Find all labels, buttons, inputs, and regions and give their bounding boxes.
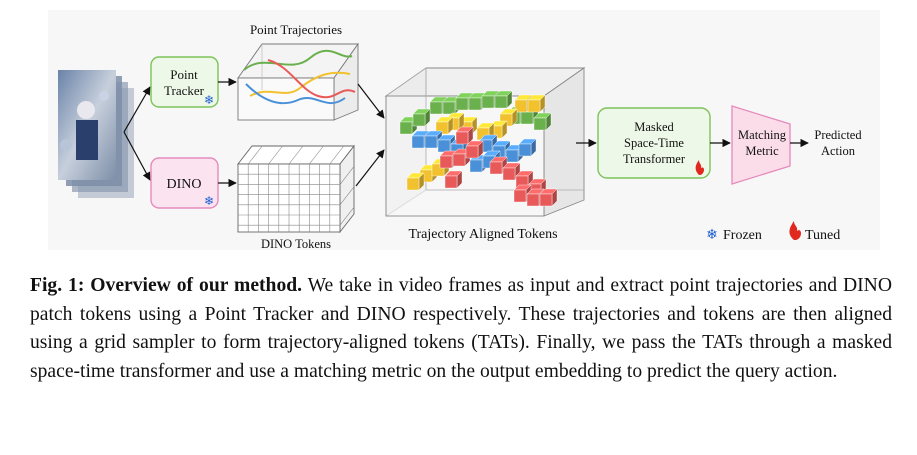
transformer-label-line2: Space-Time: [624, 136, 684, 150]
predicted-action-line1: Predicted: [814, 128, 862, 142]
video-frame-figure: [60, 139, 72, 151]
token-blocks: [399, 90, 558, 207]
video-frame-figure: [76, 120, 98, 160]
dino-tokens-grid: [237, 144, 355, 234]
matching-metric-block: Matching Metric: [731, 105, 791, 185]
token-cube: [518, 138, 537, 157]
token-cube: [527, 94, 546, 113]
transformer-box: Masked Space-Time Transformer: [597, 107, 711, 179]
transformer-label-line3: Transformer: [623, 152, 686, 166]
point-trajectories-label: Point Trajectories: [250, 22, 342, 37]
method-overview-figure: Point Tracker ❄ DINO ❄ Point Trajectorie…: [58, 22, 863, 251]
snowflake-icon: ❄: [204, 194, 214, 208]
dino-box: DINO ❄: [150, 157, 219, 209]
token-cube: [494, 90, 513, 109]
token-cube: [533, 112, 552, 131]
token-cube: [539, 188, 558, 207]
dino-tokens-label: DINO Tokens: [261, 237, 331, 251]
snowflake-icon: ❄: [706, 228, 718, 243]
point-tracker-label-line2: Tracker: [164, 83, 205, 98]
flame-icon: [695, 160, 705, 175]
trajectory-green: [243, 49, 353, 71]
legend-frozen-label: Frozen: [723, 228, 762, 243]
video-frame-figure: [99, 91, 109, 101]
video-frames: [58, 70, 134, 198]
arrow: [123, 131, 151, 181]
arrow: [123, 86, 151, 133]
point-tracker-box: Point Tracker ❄: [150, 56, 219, 108]
transformer-label-line1: Masked: [634, 120, 674, 134]
matching-metric-line1: Matching: [738, 128, 787, 142]
arrow: [355, 149, 385, 187]
point-tracker-label-line1: Point: [170, 67, 198, 82]
token-cube: [412, 108, 431, 127]
caption-label: Fig. 1: Overview of our method.: [30, 275, 303, 296]
video-frame-figure: [77, 101, 95, 119]
snowflake-icon: ❄: [204, 93, 214, 107]
figure-caption: Fig. 1: Overview of our method. We take …: [30, 272, 892, 386]
token-cube: [444, 170, 463, 189]
caption-text: We take in video frames as input and ext…: [30, 275, 892, 382]
trajectory-red: [267, 59, 356, 99]
trajectory-aligned-tokens-cube: [384, 67, 586, 217]
token-cube: [455, 126, 474, 145]
legend-tuned-label: Tuned: [805, 228, 840, 243]
dino-label: DINO: [167, 177, 202, 192]
flame-icon: [789, 221, 801, 240]
matching-metric-line2: Metric: [745, 144, 779, 158]
trajectory-aligned-tokens-label: Trajectory Aligned Tokens: [408, 227, 557, 242]
legend: ❄ Frozen Tuned: [706, 221, 840, 243]
token-cube: [406, 172, 425, 191]
point-trajectories-cube: [237, 42, 359, 121]
trajectory-yellow: [249, 71, 351, 97]
token-cube: [505, 144, 524, 163]
predicted-action-line2: Action: [821, 144, 856, 158]
arrow: [357, 83, 385, 119]
token-cube: [465, 140, 484, 159]
trajectory-blue: [245, 83, 346, 105]
